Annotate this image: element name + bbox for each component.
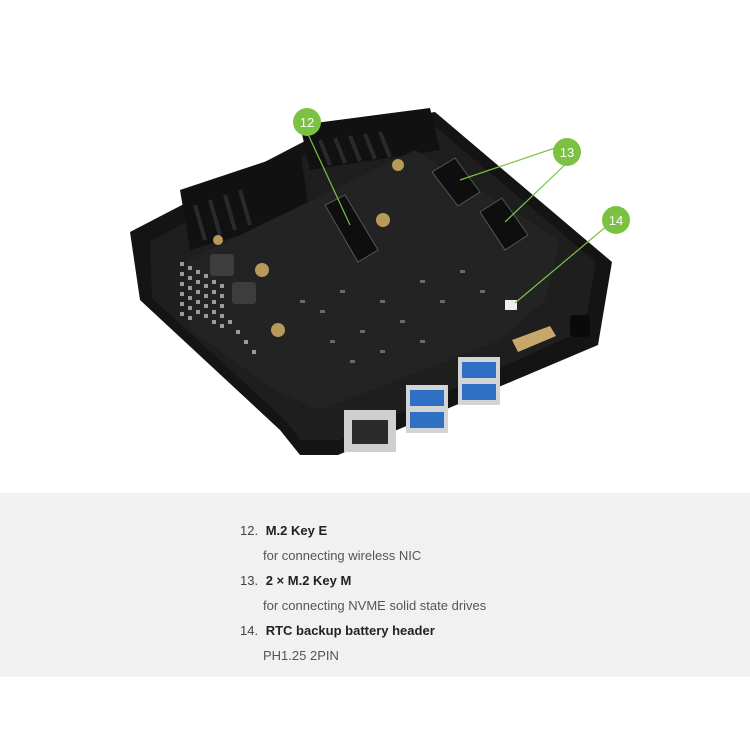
gpio-header bbox=[180, 262, 256, 354]
standoff bbox=[392, 159, 404, 171]
standoff bbox=[213, 235, 223, 245]
callout-14-label: 14 bbox=[609, 213, 623, 228]
product-photo: 12 13 14 bbox=[130, 108, 630, 455]
feature-item-14: 14. RTC backup battery header bbox=[240, 623, 435, 638]
feature-description: for connecting wireless NIC bbox=[263, 548, 422, 563]
usb-ports bbox=[406, 357, 500, 433]
pcb-board bbox=[185, 150, 560, 410]
m2-key-e-slot bbox=[324, 194, 379, 263]
inductor bbox=[210, 254, 234, 276]
feature-description: PH1.25 2PIN bbox=[263, 648, 339, 663]
callout-12-label: 12 bbox=[300, 115, 314, 130]
feature-number: 14. bbox=[240, 623, 259, 638]
page-footer-space bbox=[0, 677, 750, 750]
feature-item-13: 13. 2 × M.2 Key M bbox=[240, 573, 351, 588]
hdmi-port bbox=[512, 326, 556, 352]
callout-14: 14 bbox=[602, 206, 630, 234]
m2-key-m-slot-2 bbox=[479, 197, 529, 251]
callout-13-label: 13 bbox=[560, 145, 574, 160]
callout-lines bbox=[306, 131, 609, 304]
back-vents bbox=[193, 131, 392, 241]
carrier-board-illustration: 12 13 14 bbox=[130, 108, 630, 455]
feature-description: for connecting NVME solid state drives bbox=[263, 598, 487, 613]
callout-13: 13 bbox=[553, 138, 581, 166]
feature-item-12: 12. M.2 Key E bbox=[240, 523, 327, 538]
m2-key-m-slot-1 bbox=[431, 157, 481, 207]
dc-jack bbox=[570, 315, 590, 337]
smd-components bbox=[300, 270, 485, 363]
callout-12: 12 bbox=[293, 108, 321, 136]
standoff bbox=[376, 213, 390, 227]
inductor bbox=[232, 282, 256, 304]
standoff bbox=[255, 263, 269, 277]
back-wall bbox=[300, 108, 440, 170]
feature-title: 2 × M.2 Key M bbox=[265, 573, 352, 588]
standoff bbox=[271, 323, 285, 337]
feature-number: 13. bbox=[240, 573, 259, 588]
feature-list-panel: 12. M.2 Key E for connecting wireless NI… bbox=[0, 493, 750, 677]
feature-title: RTC backup battery header bbox=[265, 623, 435, 638]
feature-number: 12. bbox=[240, 523, 259, 538]
feature-title: M.2 Key E bbox=[265, 523, 328, 538]
rtc-battery-header bbox=[505, 300, 517, 310]
